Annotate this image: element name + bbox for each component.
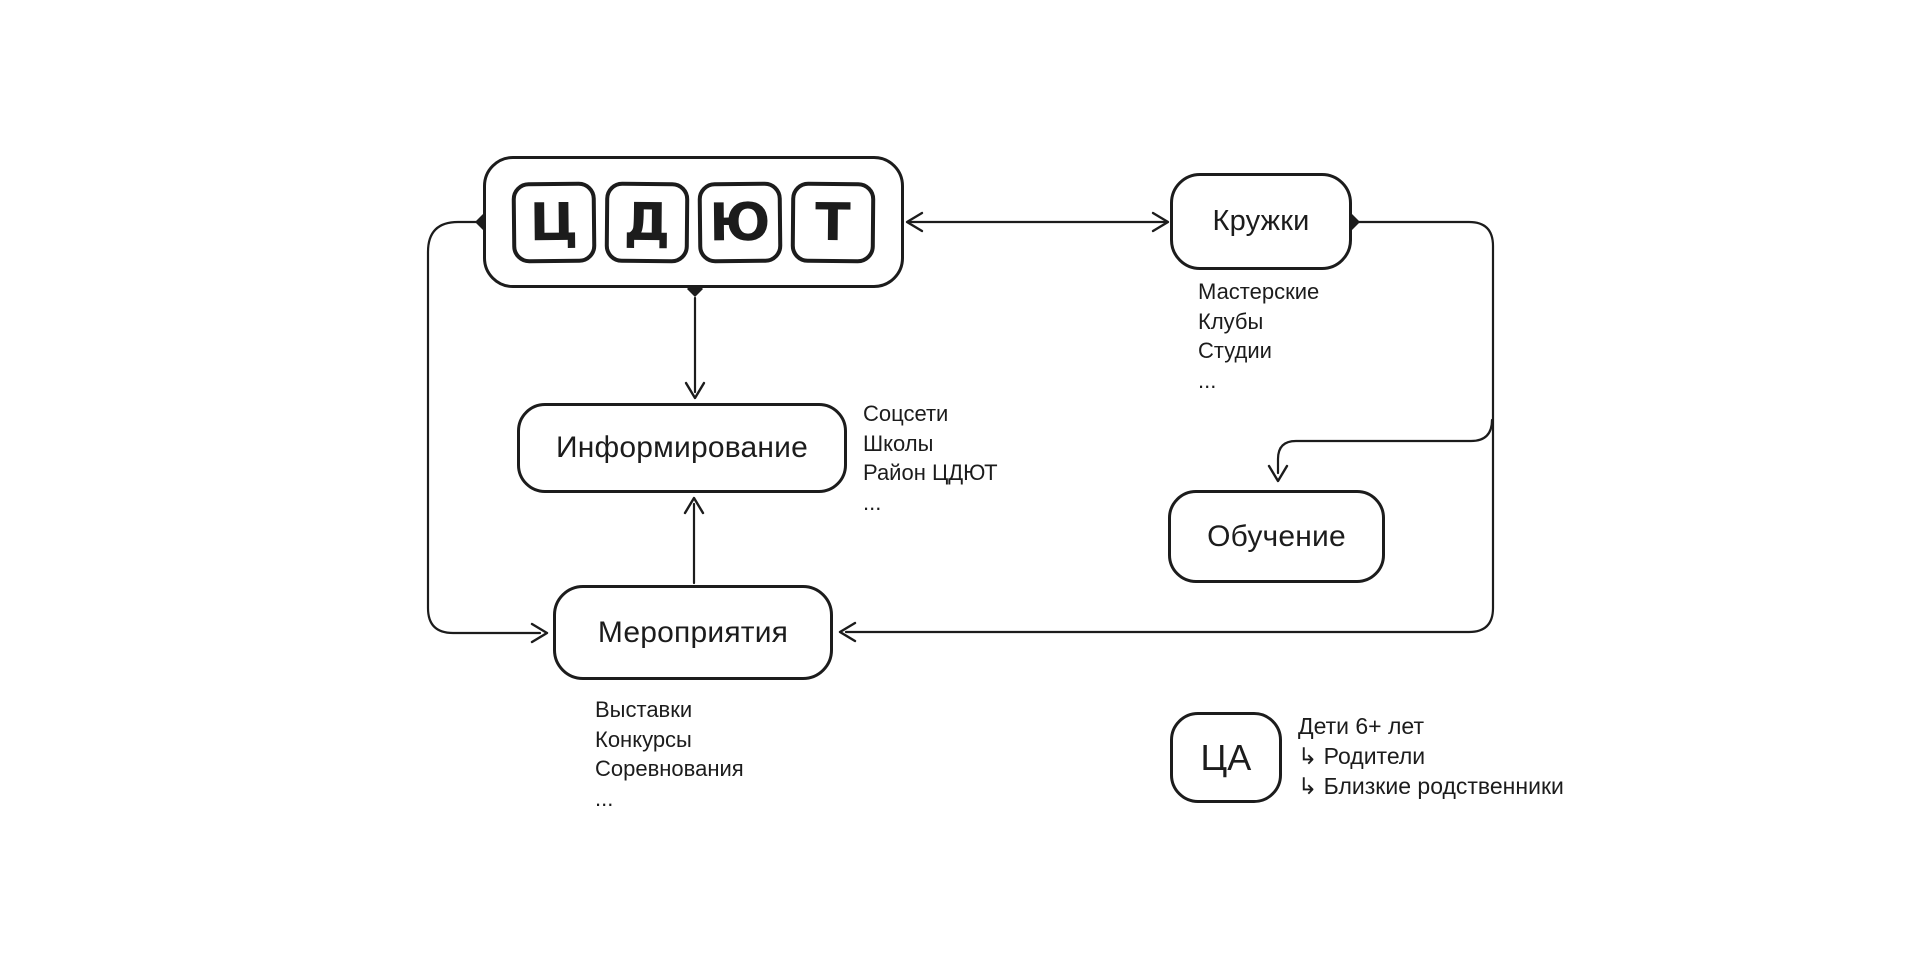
arrowhead-right-icon [530, 622, 549, 644]
node-label: Кружки [1212, 205, 1310, 237]
detail-line: ... [863, 489, 882, 515]
informirovanie-details: Соцсети Школы Район ЦДЮТ ... [863, 399, 998, 517]
kruzhki-details: Мастерские Клубы Студии ... [1198, 277, 1319, 395]
detail-line: ↳ Близкие родственники [1298, 773, 1564, 799]
logo-letter: Ю [709, 191, 771, 253]
logo-letter: Д [623, 191, 671, 253]
detail-line: Клубы [1198, 308, 1264, 334]
arrowhead-up-icon [683, 496, 705, 515]
detail-line: Район ЦДЮТ [863, 460, 998, 485]
node-target-audience: ЦА [1170, 712, 1282, 803]
arrow-cdut-meropriyatiya-loop [426, 220, 542, 635]
logo-letter-cell: Т [790, 181, 876, 263]
arrowhead-down-icon [684, 381, 706, 400]
detail-line: Дети 6+ лет [1298, 713, 1424, 739]
detail-line: Школы [863, 430, 934, 456]
node-meropriyatiya: Мероприятия [553, 585, 833, 680]
node-informirovanie: Информирование [517, 403, 847, 493]
node-label: Информирование [555, 431, 809, 464]
node-label: ЦА [1200, 736, 1252, 778]
arrow-branch-obuchenie [1276, 418, 1494, 475]
arrowhead-down-icon [1267, 464, 1289, 483]
logo-letter-cell: Ю [697, 181, 783, 263]
node-label: Обучение [1207, 519, 1346, 553]
node-cdut-logo: Ц Д Ю Т [483, 156, 904, 288]
node-obuchenie: Обучение [1168, 490, 1385, 583]
logo-letter: Т [814, 191, 852, 253]
arrowhead-left-icon [905, 211, 924, 233]
detail-line: ... [595, 785, 614, 811]
logo-letter-cell: Д [604, 181, 690, 263]
logo-letter-cell: Ц [511, 181, 597, 263]
arrowhead-left-icon [838, 621, 857, 643]
detail-line: Мастерские [1198, 279, 1320, 304]
detail-line: ↳ Родители [1298, 743, 1426, 769]
detail-line: Выставки [595, 697, 693, 722]
detail-line: ... [1198, 367, 1217, 393]
target-audience-details: Дети 6+ лет ↳ Родители ↳ Близкие родстве… [1298, 711, 1564, 801]
node-label: Мероприятия [597, 615, 789, 649]
detail-line: Соцсети [863, 401, 949, 426]
detail-line: Соревнования [595, 756, 744, 781]
detail-line: Конкурсы [595, 726, 692, 752]
arrowhead-right-icon [1151, 211, 1170, 233]
arrow-kruzhki-meropriyatiya-loop [844, 220, 1495, 634]
logo-letter: Ц [529, 191, 579, 253]
detail-line: Студии [1198, 338, 1272, 363]
meropriyatiya-details: Выставки Конкурсы Соревнования ... [595, 695, 744, 813]
node-kruzhki: Кружки [1170, 173, 1352, 270]
